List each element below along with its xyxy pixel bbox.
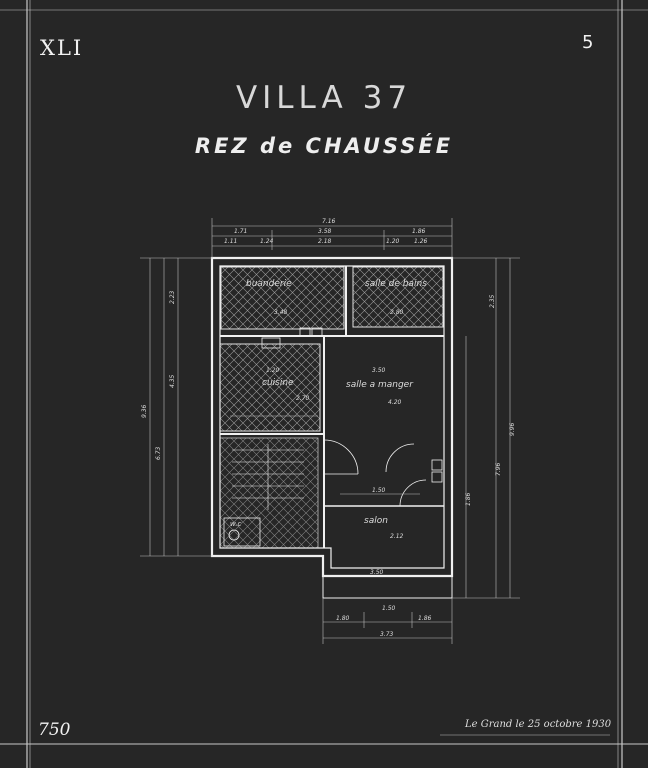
dim-top-h: 1.26 — [414, 238, 428, 245]
dim-cuisine-height: 2.70 — [296, 395, 310, 402]
room-labels: buanderie salle de bains cuisine salle a… — [230, 279, 427, 528]
dim-sam-height: 4.20 — [388, 399, 402, 406]
dim-buanderie-width: 3.48 — [274, 309, 288, 316]
dim-salon-width: 3.50 — [370, 569, 384, 576]
dim-top-f: 2.18 — [318, 238, 332, 245]
dim-top-e: 1.24 — [260, 238, 274, 245]
dim-sdb-width: 2.80 — [390, 309, 404, 316]
room-label-cuisine: cuisine — [262, 378, 294, 388]
dim-bottom-total: 3.73 — [380, 631, 394, 638]
dim-top-total: 7.16 — [322, 218, 336, 225]
dimension-lines — [140, 218, 610, 736]
sheet-code: XLI — [40, 36, 84, 60]
room-label-wc: w.c — [230, 520, 242, 528]
dim-left-c: 4.35 — [169, 374, 176, 388]
dimension-values: 7.16 1.71 3.58 1.86 1.11 1.24 2.18 1.20 … — [141, 218, 516, 638]
dim-top-g: 1.20 — [386, 238, 400, 245]
dim-right-c: 1.86 — [465, 492, 472, 506]
drawing-subtitle: REZ de CHAUSSÉE — [194, 134, 454, 158]
dim-left-total: 9.36 — [141, 404, 148, 418]
scale-note: 750 — [38, 720, 71, 740]
dim-cuisine-width: 1.20 — [266, 367, 280, 374]
dim-top-b: 3.58 — [318, 228, 332, 235]
room-label-buanderie: buanderie — [246, 279, 292, 289]
hatched-rooms — [219, 266, 444, 549]
signature-date: Le Grand le 25 octobre 1930 — [465, 719, 612, 730]
dim-salon-door: 1.50 — [372, 487, 386, 494]
dim-bottom-c: 1.86 — [418, 615, 432, 622]
dim-bottom-b: 1.50 — [382, 605, 396, 612]
dim-top-c: 1.86 — [412, 228, 426, 235]
room-label-salle-a-manger: salle a manger — [346, 380, 414, 390]
dim-left-b: 2.23 — [169, 290, 176, 304]
dim-left-a: 6.73 — [155, 446, 162, 460]
sheet-number: 5 — [582, 32, 594, 53]
room-label-salle-de-bains: salle de bains — [365, 279, 427, 289]
dim-sam-width: 3.50 — [372, 367, 386, 374]
dim-right-a: 7.96 — [495, 462, 502, 476]
dim-top-a: 1.71 — [234, 228, 247, 235]
dim-right-total: 9.96 — [509, 422, 516, 436]
dim-right-b: 2.35 — [489, 294, 496, 308]
drawing-title: VILLA 37 — [235, 80, 413, 116]
room-label-salon: salon — [364, 516, 388, 526]
dim-salon-height: 2.12 — [390, 533, 404, 540]
dim-top-d: 1.11 — [224, 238, 237, 245]
dim-bottom-a: 1.80 — [336, 615, 350, 622]
